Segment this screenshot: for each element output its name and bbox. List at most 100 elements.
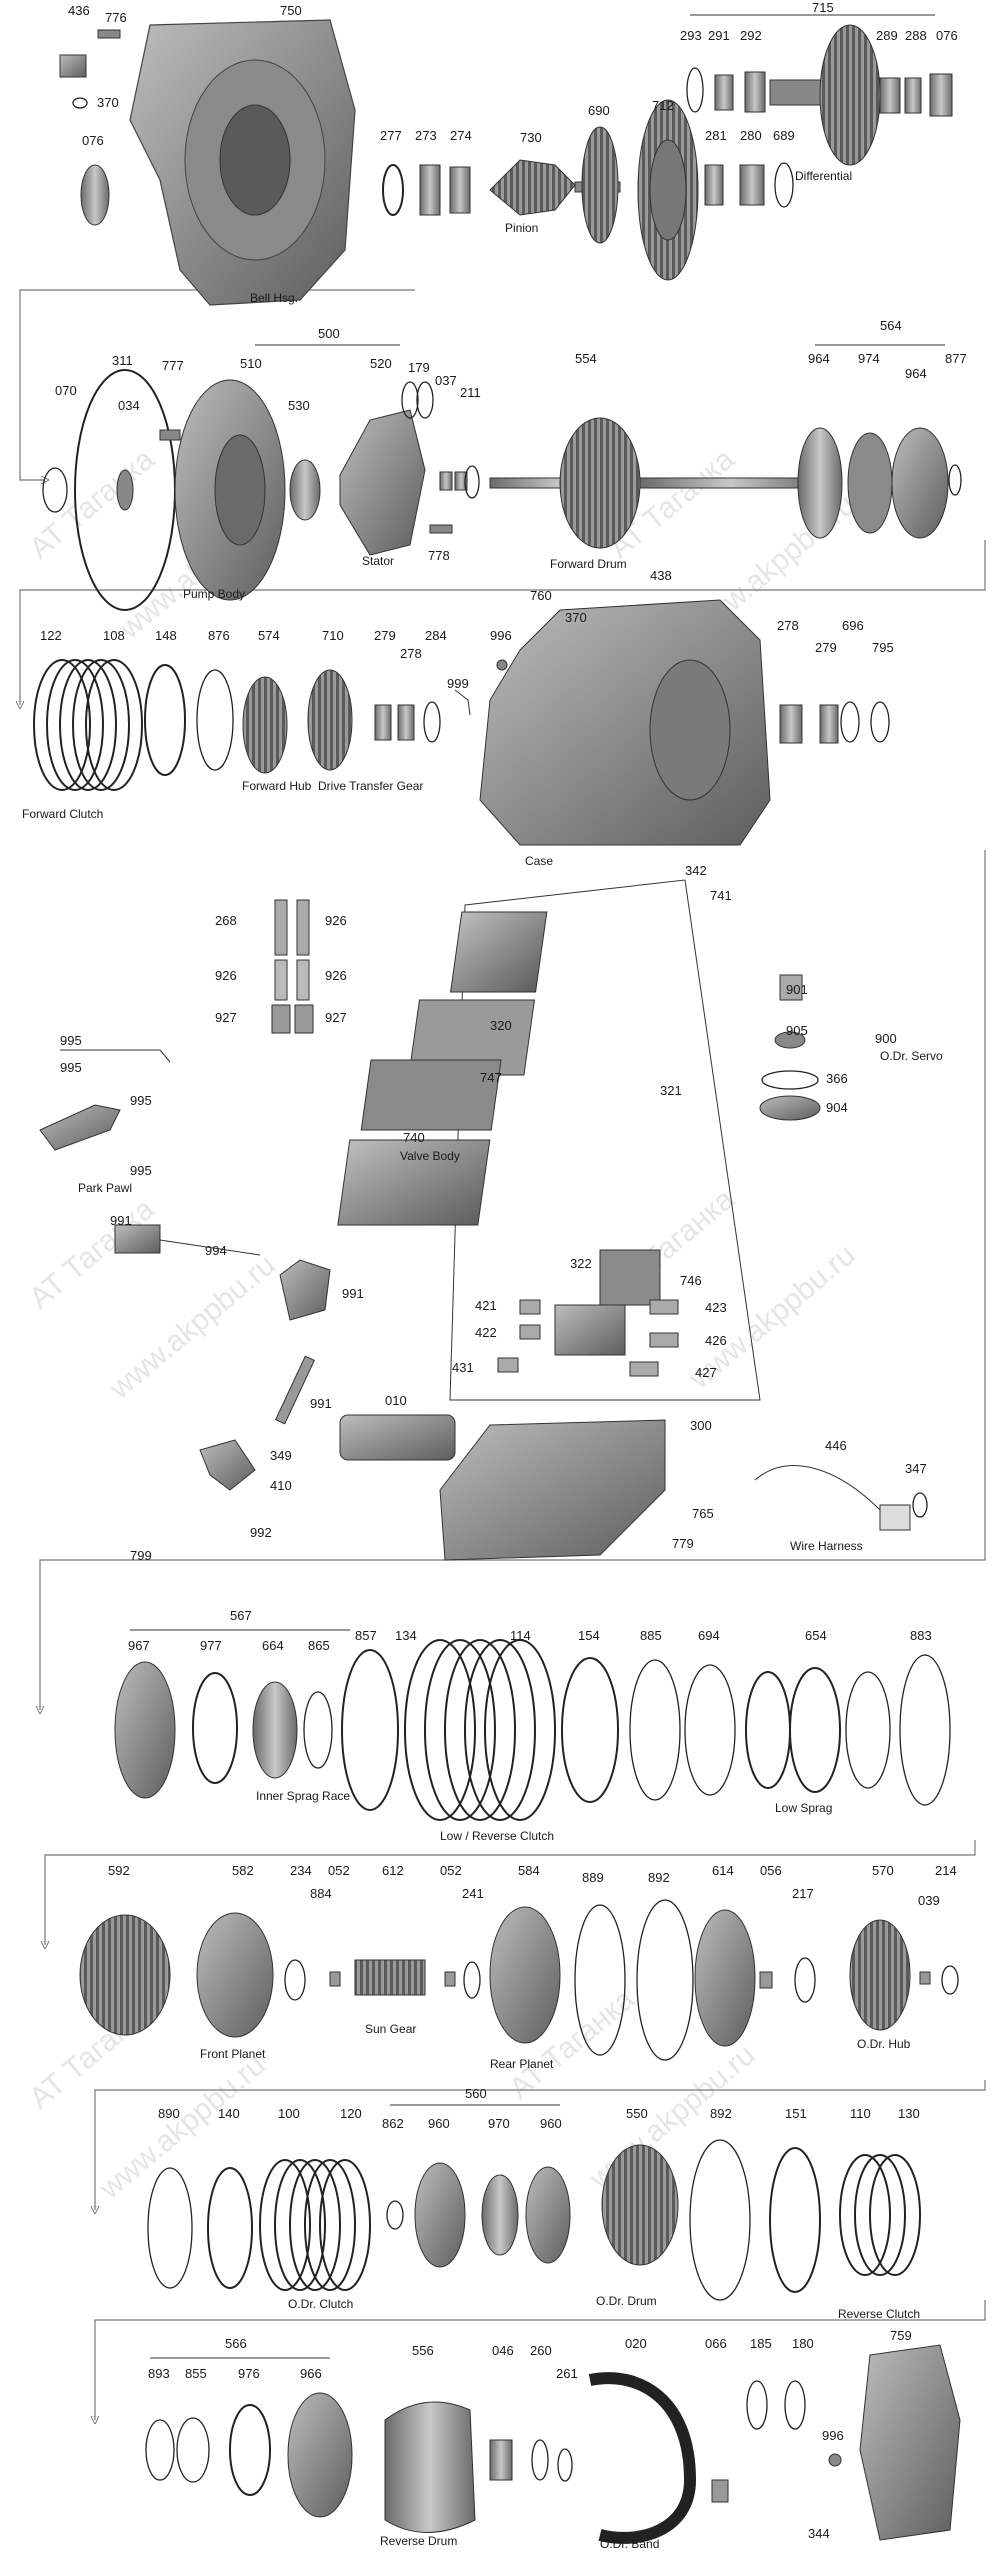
part-number-label: 901 — [786, 982, 808, 997]
inner-sprag-race-part — [252, 1681, 298, 1779]
part-number-label: 889 — [582, 1870, 604, 1885]
part-number-label: 730 — [520, 130, 542, 145]
part-number-label: 300 — [690, 1418, 712, 1433]
pinion-caption: Pinion — [505, 221, 538, 235]
part-number-label: 694 — [698, 1628, 720, 1643]
part-number-label: 034 — [118, 398, 140, 413]
drum-967-part — [114, 1661, 176, 1799]
part-number-label: 964 — [808, 351, 830, 366]
part-number-label: 179 — [408, 360, 430, 375]
bell-hsg-caption: Bell Hsg. — [250, 291, 298, 305]
part-number-label: 862 — [382, 2116, 404, 2131]
part-number-label: 799 — [130, 1548, 152, 1563]
row6-od-clutch-group: 890 140 100 120 560 862 960 970 960 550 … — [147, 2086, 921, 2321]
part-number-label: 777 — [162, 358, 184, 373]
part-number-label: 120 — [340, 2106, 362, 2121]
part-number-label: 436 — [68, 3, 90, 18]
part-number-label: 584 — [518, 1863, 540, 1878]
part-number-label: 151 — [785, 2106, 807, 2121]
part-number-label: 039 — [918, 1893, 940, 1908]
part-number-label: 277 — [380, 128, 402, 143]
part-number-label: 530 — [288, 398, 310, 413]
part-number-label: 366 — [826, 1071, 848, 1086]
part-number-label: 991 — [310, 1396, 332, 1411]
differential-caption: Differential — [795, 169, 852, 183]
part-number-label: 877 — [945, 351, 967, 366]
part-number-label: 574 — [258, 628, 280, 643]
valve-body-759-part — [859, 2344, 961, 2541]
part-number-label: 076 — [82, 133, 104, 148]
valve-body-upper-part — [450, 911, 548, 993]
low-sprag-caption: Low Sprag — [775, 1801, 832, 1815]
part-number-label: 422 — [475, 1325, 497, 1340]
part-number-label: 884 — [310, 1886, 332, 1901]
reverse-drum-part — [384, 2401, 476, 2533]
gear-690-part — [581, 126, 619, 244]
seal-076-part — [80, 164, 110, 226]
forward-drum-part — [559, 417, 641, 549]
filter-part — [339, 1414, 456, 1461]
part-number-label: 696 — [842, 618, 864, 633]
part-number-label: 893 — [148, 2366, 170, 2381]
part-number-label: 614 — [712, 1863, 734, 1878]
case-caption: Case — [525, 854, 553, 868]
low-sprag-part — [745, 1667, 891, 1793]
part-number-label: 885 — [640, 1628, 662, 1643]
part-number-label: 976 — [238, 2366, 260, 2381]
part-number-label: 765 — [692, 1506, 714, 1521]
part-number-label: 288 — [905, 28, 927, 43]
part-number-label: 776 — [105, 10, 127, 25]
part-number-label: 865 — [308, 1638, 330, 1653]
od-clutch-caption: O.Dr. Clutch — [288, 2297, 353, 2311]
part-number-label: 570 — [872, 1863, 894, 1878]
part-number-label: 427 — [695, 1365, 717, 1380]
part-number-label: 970 — [488, 2116, 510, 2131]
part-number-label: 855 — [185, 2366, 207, 2381]
valve-body-lower-part — [337, 1139, 491, 1226]
part-number-label: 654 — [805, 1628, 827, 1643]
part-number-label: 892 — [710, 2106, 732, 2121]
front-planet-part — [196, 1912, 274, 2038]
part-number-label: 500 — [318, 326, 340, 341]
oil-pan-part — [439, 1419, 666, 1561]
part-number-label: 520 — [370, 356, 392, 371]
park-pawl-caption: Park Pawl — [78, 1181, 132, 1195]
part-number-label: 510 — [240, 356, 262, 371]
forward-drum-caption: Forward Drum — [550, 557, 627, 571]
part-number-label: 974 — [858, 351, 880, 366]
part-number-label: 746 — [680, 1273, 702, 1288]
part-number-label: 966 — [300, 2366, 322, 2381]
part-number-label: 342 — [685, 863, 707, 878]
part-number-label: 883 — [910, 1628, 932, 1643]
part-number-label: 996 — [490, 628, 512, 643]
part-number-label: 995 — [130, 1163, 152, 1178]
part-number-label: 268 — [215, 913, 237, 928]
od-servo-part — [759, 1095, 821, 1121]
part-number-label: 905 — [786, 1023, 808, 1038]
part-number-label: 241 — [462, 1886, 484, 1901]
part-number-label: 904 — [826, 1100, 848, 1115]
od-drum-caption: O.Dr. Drum — [596, 2294, 657, 2308]
part-number-label: 876 — [208, 628, 230, 643]
part-number-label: 110 — [850, 2106, 871, 2121]
part-number-label: 293 — [680, 28, 702, 43]
low-reverse-clutch-part — [404, 1639, 556, 1821]
row1-bell-housing-group: 436 776 750 370 076 277 273 274 730 690 … — [59, 0, 958, 306]
sun-gear-part — [354, 1959, 426, 1996]
part-number-label: 995 — [130, 1093, 152, 1108]
part-number-label: 760 — [530, 588, 552, 603]
part-number-label: 550 — [626, 2106, 648, 2121]
part-number-label: 320 — [490, 1018, 512, 1033]
part-number-label: 423 — [705, 1300, 727, 1315]
part-number-label: 996 — [822, 2428, 844, 2443]
od-band-part — [588, 2372, 697, 2544]
part-number-label: 370 — [97, 95, 119, 110]
stator-caption: Stator — [362, 554, 394, 568]
row3-case-group: 438 760 370 122 108 148 876 574 710 279 … — [22, 568, 894, 868]
od-drum-part — [601, 2144, 679, 2266]
part-number-label: 995 — [60, 1060, 82, 1075]
stator-part — [339, 409, 426, 556]
ring-gear-592-part — [79, 1914, 171, 2036]
part-number-label: 991 — [110, 1213, 132, 1228]
